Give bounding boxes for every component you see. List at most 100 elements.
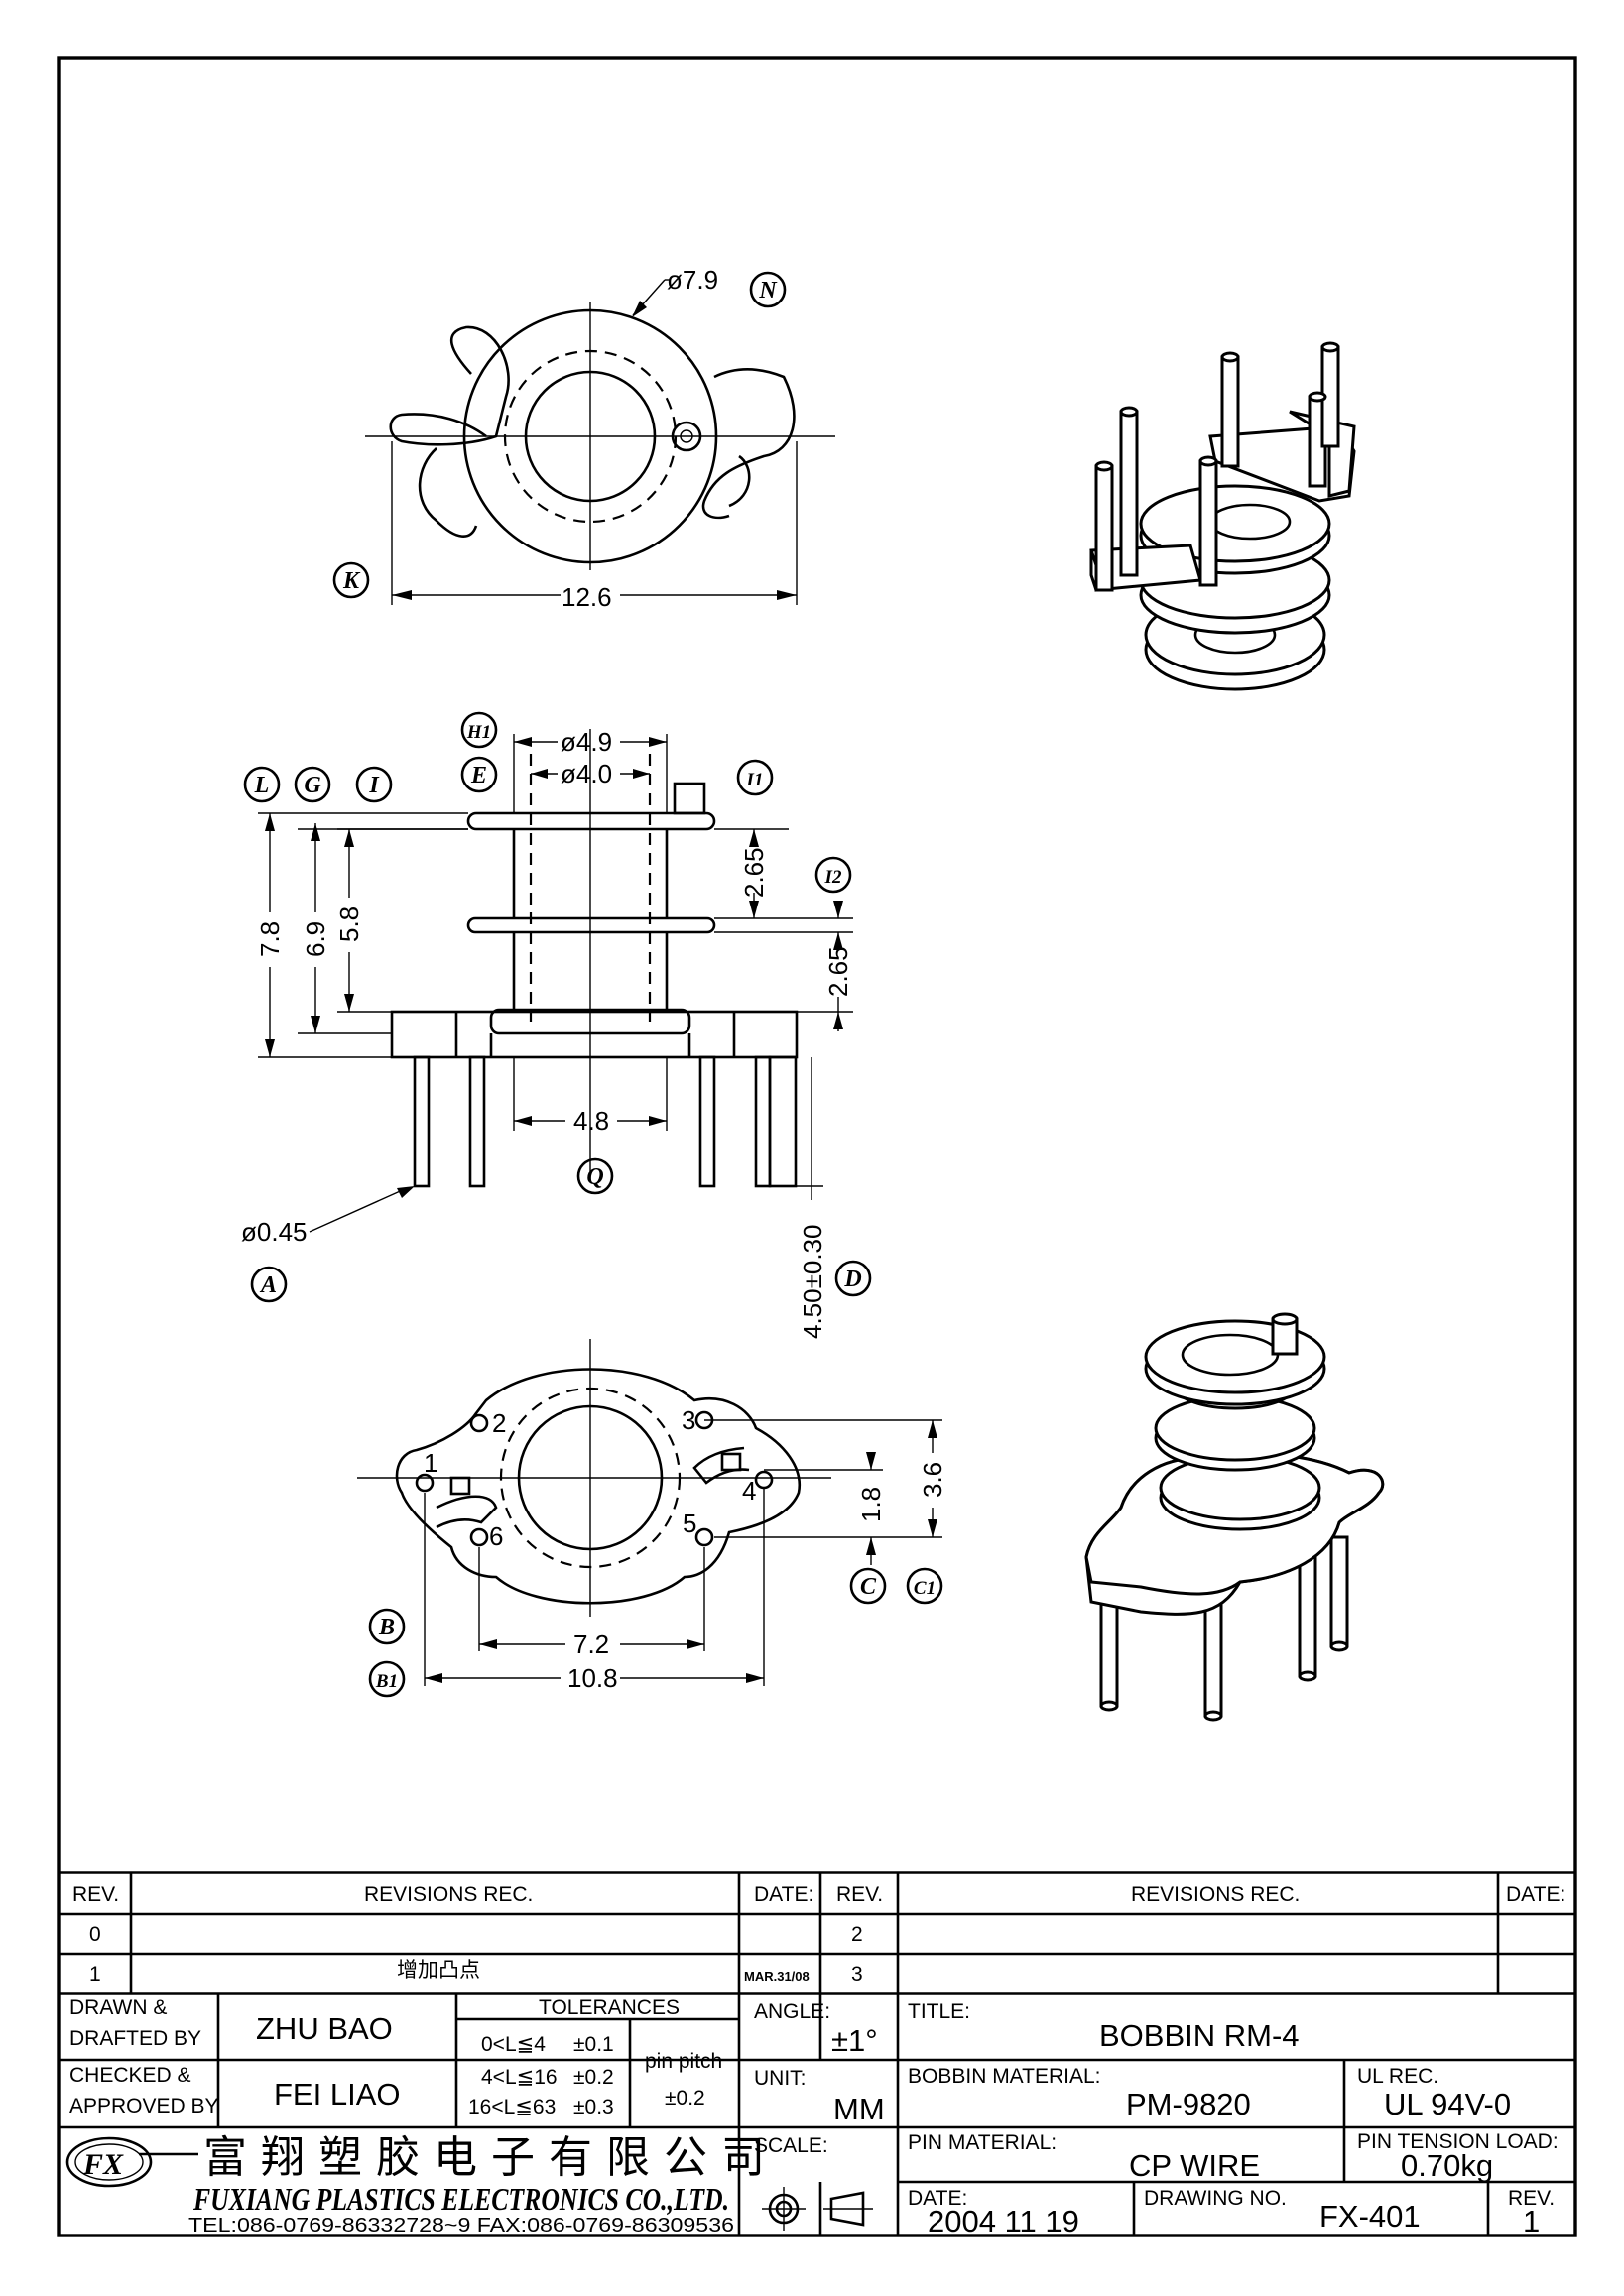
dim-7-8: 7.8 bbox=[255, 921, 285, 957]
revisions-header-left: REVISIONS REC. bbox=[364, 1883, 533, 1906]
dim-4-8: 4.8 bbox=[573, 1106, 609, 1136]
pin-material-value: CP WIRE bbox=[1129, 2148, 1260, 2183]
svg-text:B: B bbox=[378, 1615, 395, 1640]
bottom-view bbox=[357, 1339, 942, 1686]
svg-text:G: G bbox=[304, 773, 321, 798]
drawing-no-value: FX-401 bbox=[1319, 2199, 1421, 2234]
callout-I: I bbox=[355, 766, 393, 803]
svg-text:L: L bbox=[254, 773, 270, 798]
tolerance-value-2: ±0.2 bbox=[573, 2066, 614, 2089]
isometric-view-top bbox=[1089, 341, 1356, 691]
pin-pitch-tolerance: ±0.2 bbox=[665, 2087, 705, 2110]
svg-text:I: I bbox=[368, 773, 380, 798]
callout-H1: H1 bbox=[460, 711, 498, 749]
svg-text:FX: FX bbox=[82, 2148, 124, 2181]
dim-1-8: 1.8 bbox=[856, 1487, 886, 1522]
svg-text:E: E bbox=[470, 763, 487, 788]
rev-row-3: 3 bbox=[851, 1963, 863, 1986]
unit-value: MM bbox=[833, 2092, 885, 2126]
rev-row-2: 2 bbox=[851, 1923, 863, 1946]
company-name-cn: 富翔塑胶电子有限公司 bbox=[203, 2132, 779, 2183]
svg-text:D: D bbox=[843, 1267, 861, 1292]
pin-tension-label: PIN TENSION LOAD: bbox=[1357, 2130, 1559, 2153]
pin-material-label: PIN MATERIAL: bbox=[908, 2131, 1057, 2154]
checked-label-1: CHECKED & bbox=[69, 2064, 191, 2087]
svg-text:N: N bbox=[758, 278, 778, 303]
callout-K: K bbox=[332, 561, 370, 599]
checked-label-2: APPROVED BY bbox=[69, 2095, 219, 2117]
scale-label: SCALE: bbox=[754, 2134, 828, 2157]
callout-C: C bbox=[849, 1567, 887, 1605]
dim-6-9: 6.9 bbox=[301, 921, 330, 957]
date-value: 2004 11 19 bbox=[928, 2204, 1079, 2238]
unit-label: UNIT: bbox=[754, 2067, 807, 2090]
company-logo: FX bbox=[65, 2136, 198, 2188]
drawn-label-1: DRAWN & bbox=[69, 1996, 167, 2019]
svg-text:K: K bbox=[342, 568, 361, 594]
ul-label: UL REC. bbox=[1357, 2065, 1438, 2088]
svg-text:Q: Q bbox=[586, 1164, 603, 1190]
ul-value: UL 94V-0 bbox=[1384, 2087, 1511, 2121]
side-view bbox=[258, 729, 853, 1233]
svg-text:A: A bbox=[259, 1272, 277, 1298]
tolerance-range-2: 4<L≦16 bbox=[481, 2066, 558, 2089]
callout-N: N bbox=[749, 271, 787, 308]
dim-dia-4-0: ø4.0 bbox=[561, 759, 612, 788]
rev-row-1: 1 bbox=[89, 1963, 101, 1986]
svg-text:C1: C1 bbox=[914, 1578, 936, 1599]
projection-symbol bbox=[762, 2187, 873, 2231]
date-label: DATE: bbox=[908, 2187, 967, 2210]
svg-text:B1: B1 bbox=[375, 1671, 398, 1692]
checked-by-name: FEI LIAO bbox=[274, 2077, 400, 2112]
angle-value: ±1° bbox=[831, 2023, 878, 2058]
bobbin-material-value: PM-9820 bbox=[1126, 2087, 1251, 2121]
bobbin-material-label: BOBBIN MATERIAL: bbox=[908, 2065, 1101, 2088]
pin-pitch-label: pin pitch bbox=[645, 2050, 722, 2073]
callout-B: B bbox=[368, 1608, 406, 1645]
company-name-en: FUXIANG PLASTICS ELECTRONICS CO.,LTD. bbox=[192, 2181, 729, 2217]
angle-label: ANGLE: bbox=[754, 2000, 830, 2023]
callout-E: E bbox=[460, 756, 498, 793]
date-header-left: DATE: bbox=[754, 1883, 813, 1906]
callout-I2: I2 bbox=[814, 856, 852, 894]
dim-7-2: 7.2 bbox=[573, 1630, 609, 1659]
callout-Q: Q bbox=[576, 1157, 614, 1195]
svg-text:H1: H1 bbox=[466, 722, 491, 743]
sheet-border bbox=[57, 56, 1577, 2237]
pin-number-2: 2 bbox=[492, 1408, 506, 1438]
rev-label: REV. bbox=[1508, 2187, 1555, 2210]
company-contact: TEL:086-0769-86332728~9 FAX:086-0769-863… bbox=[188, 2215, 734, 2236]
tolerances-label: TOLERANCES bbox=[539, 1996, 680, 2019]
callout-A: A bbox=[250, 1266, 288, 1303]
dim-dia-4-9: ø4.9 bbox=[561, 727, 612, 757]
callout-I1: I1 bbox=[736, 759, 774, 796]
callout-L: L bbox=[243, 766, 281, 803]
tolerance-value-3: ±0.3 bbox=[573, 2096, 614, 2118]
dim-2-65-b: 2.65 bbox=[823, 946, 853, 997]
svg-text:I2: I2 bbox=[824, 867, 842, 888]
revisions-header-right: REVISIONS REC. bbox=[1131, 1883, 1300, 1906]
date-header-right: DATE: bbox=[1506, 1883, 1565, 1906]
pin-tension-value: 0.70kg bbox=[1401, 2148, 1493, 2183]
drawn-label-2: DRAFTED BY bbox=[69, 2027, 201, 2050]
rev-row-0: 0 bbox=[89, 1923, 101, 1946]
dim-dia-7-9: ø7.9 bbox=[667, 265, 718, 295]
drawing-no-label: DRAWING NO. bbox=[1144, 2187, 1287, 2210]
rev-row-1-date: MAR.31/08 bbox=[744, 1969, 810, 1984]
svg-text:I1: I1 bbox=[746, 770, 764, 790]
rev-header-left: REV. bbox=[72, 1883, 119, 1906]
tolerance-range-1: 0<L≦4 bbox=[481, 2033, 546, 2056]
svg-text:C: C bbox=[860, 1574, 877, 1600]
pin-number-5: 5 bbox=[683, 1509, 696, 1538]
rev-value: 1 bbox=[1523, 2204, 1540, 2238]
tolerance-range-3: 16<L≦63 bbox=[468, 2096, 556, 2118]
dim-12-6: 12.6 bbox=[562, 582, 612, 612]
title-label: TITLE: bbox=[908, 2000, 970, 2023]
top-view bbox=[365, 279, 835, 605]
callout-C1: C1 bbox=[906, 1567, 943, 1605]
pin-number-4: 4 bbox=[742, 1476, 756, 1506]
callout-B1: B1 bbox=[368, 1660, 406, 1698]
dim-5-8: 5.8 bbox=[334, 906, 364, 942]
drawn-by-name: ZHU BAO bbox=[256, 2011, 393, 2046]
